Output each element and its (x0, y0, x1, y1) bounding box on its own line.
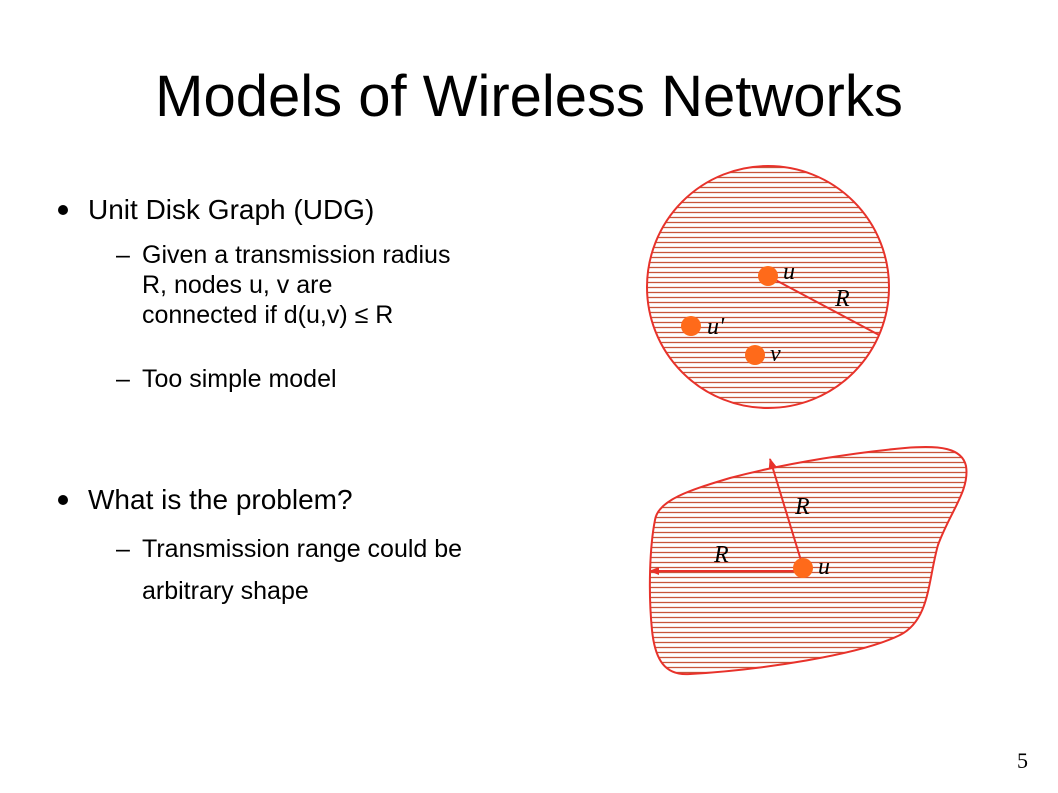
label-R-left: R (713, 542, 729, 568)
sub-item-radius: –Given a transmission radius R, nodes u,… (116, 240, 450, 330)
slide-title: Models of Wireless Networks (155, 64, 903, 129)
bullet-udg-text: Unit Disk Graph (UDG) (88, 194, 375, 225)
label-v: v (770, 341, 781, 367)
udg-diagram: u R u' v (646, 165, 890, 409)
sub-item-shape-line2: arbitrary shape (142, 577, 309, 605)
label-R-up: R (794, 494, 810, 520)
arbitrary-shape-diagram: R R u (648, 445, 968, 676)
page-number: 5 (1017, 748, 1028, 773)
bullet-problem: What is the problem? (58, 483, 353, 517)
sub-item-radius-line2: R, nodes u, v are (142, 271, 333, 299)
bullet-problem-text: What is the problem? (88, 484, 353, 515)
node-u (793, 558, 813, 578)
sub-item-radius-line1: Given a transmission radius (142, 241, 451, 269)
node-u-prime (681, 316, 701, 336)
bullet-dot (58, 494, 68, 505)
radius-arrow-up (768, 458, 804, 568)
sub-item-shape: –Transmission range could be arbitrary s… (116, 528, 462, 612)
label-R: R (834, 286, 850, 312)
dash: – (116, 365, 130, 393)
label-u: u (818, 554, 830, 580)
node-v (745, 345, 765, 365)
bullet-dot (58, 204, 68, 215)
sub-item-simple-text: Too simple model (142, 365, 337, 393)
bullet-udg: Unit Disk Graph (UDG) (58, 193, 374, 227)
radius-line (767, 275, 880, 336)
label-u-prime: u' (707, 314, 725, 340)
sub-item-radius-line3: connected if d(u,v) ≤ R (142, 301, 394, 329)
sub-item-shape-line1: Transmission range could be (142, 535, 463, 563)
transmission-disk (646, 165, 890, 409)
dash: – (116, 535, 130, 563)
label-u: u (783, 259, 795, 285)
sub-item-simple: –Too simple model (116, 364, 337, 394)
node-u (758, 266, 778, 286)
dash: – (116, 241, 130, 269)
